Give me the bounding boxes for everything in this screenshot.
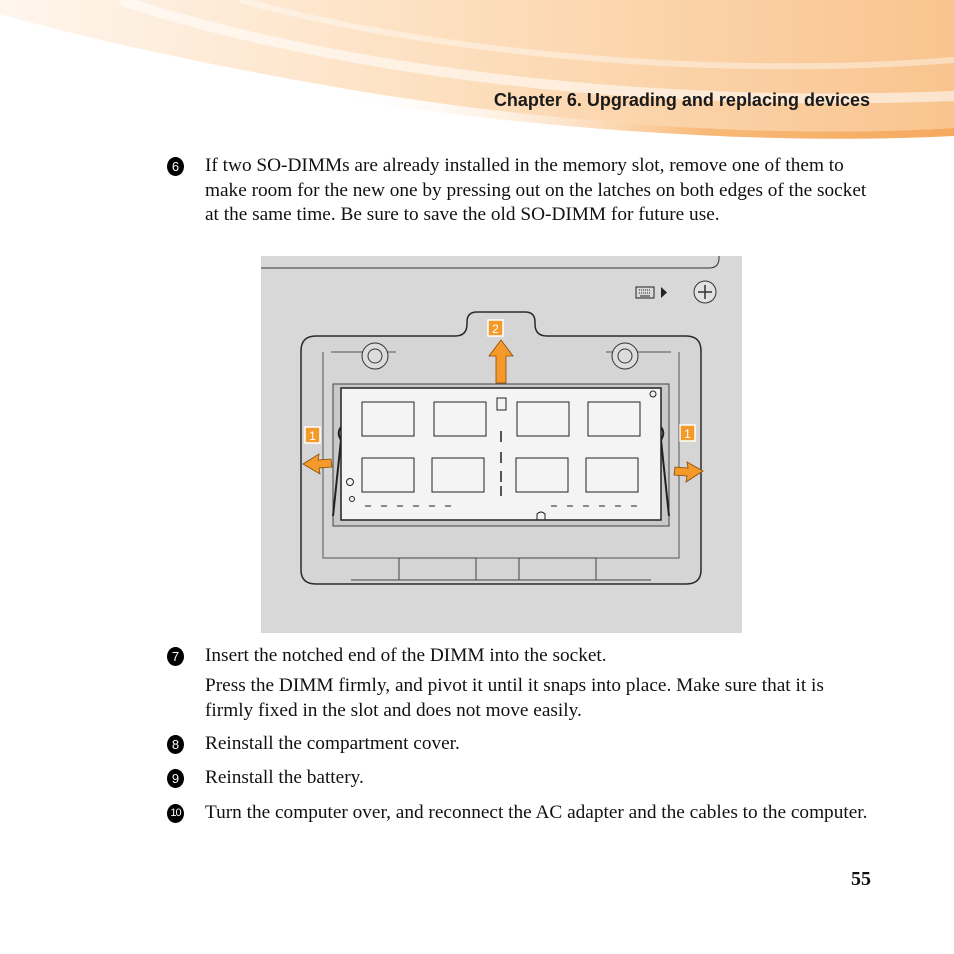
header-decoration <box>0 0 954 139</box>
step-text: Turn the computer over, and reconnect th… <box>205 802 868 823</box>
step-note: Press the DIMM firmly, and pivot it unti… <box>205 675 824 721</box>
step-number: 9 <box>167 769 184 788</box>
step-text: If two SO-DIMMs are already installed in… <box>205 155 867 225</box>
page-number: 55 <box>851 868 871 890</box>
svg-text:2: 2 <box>492 322 499 336</box>
callout-top: 2 <box>487 319 504 337</box>
screw-icon <box>693 280 717 304</box>
arrow-right-icon <box>673 461 704 483</box>
arrow-up-icon <box>488 339 514 384</box>
arrow-left-icon <box>302 453 333 475</box>
svg-text:1: 1 <box>309 429 316 443</box>
step-number: 8 <box>167 735 184 754</box>
step-number: 6 <box>167 157 184 176</box>
step-text: Insert the notched end of the DIMM into … <box>205 645 607 666</box>
keyboard-icon <box>635 286 667 299</box>
svg-text:1: 1 <box>684 427 691 441</box>
memory-slot-illustration: 2 1 1 <box>261 256 742 633</box>
step-text: Reinstall the battery. <box>205 767 364 788</box>
callout-right: 1 <box>679 424 696 442</box>
step-number: 7 <box>167 647 184 666</box>
callout-left: 1 <box>304 426 321 444</box>
chapter-title: Chapter 6. Upgrading and replacing devic… <box>493 90 870 110</box>
step-text: Reinstall the compartment cover. <box>205 733 460 754</box>
step-number: 10 <box>167 804 184 823</box>
